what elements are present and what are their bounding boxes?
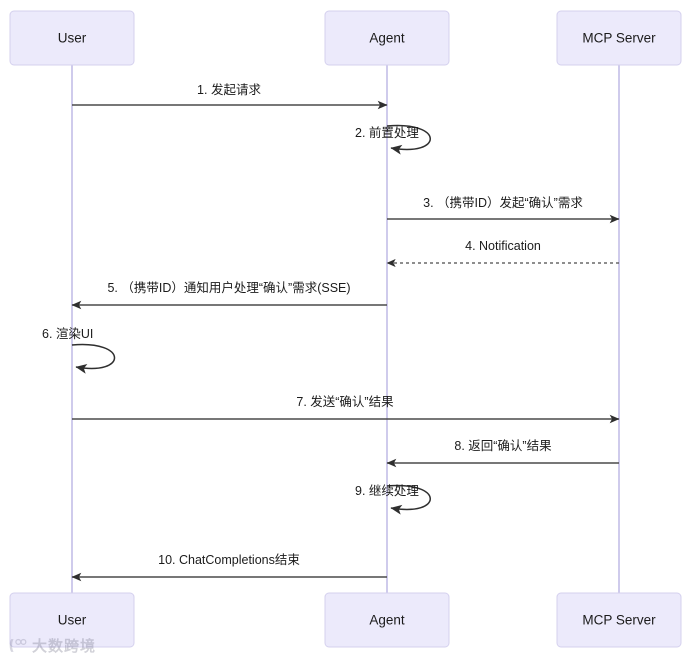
lifelines-group xyxy=(71,65,620,593)
self-loop-path xyxy=(71,343,116,374)
actor-label: MCP Server xyxy=(582,31,656,46)
actor-label: User xyxy=(58,613,87,628)
message-label: 1. 发起请求 xyxy=(197,82,261,97)
actor-box xyxy=(9,10,135,66)
message-label: 8. 返回“确认”结果 xyxy=(454,439,552,453)
actor-box xyxy=(324,10,450,66)
message-label: 2. 前置处理 xyxy=(355,125,419,140)
actor-box xyxy=(556,10,682,66)
self-loop-path xyxy=(386,484,431,515)
message-label: 3. （携带ID）发起“确认”需求 xyxy=(423,195,583,210)
actor-label: User xyxy=(58,31,87,46)
message-4[interactable]: 4. Notification xyxy=(386,239,619,268)
actor-user-bottom[interactable]: User xyxy=(9,592,135,648)
actor-box xyxy=(324,592,450,648)
actors-top-group: User Agent MCP Server xyxy=(9,10,682,66)
message-label: 9. 继续处理 xyxy=(355,484,419,498)
message-7[interactable]: 7. 发送“确认”结果 xyxy=(72,394,620,424)
actor-label: Agent xyxy=(369,31,405,46)
message-1[interactable]: 1. 发起请求 xyxy=(72,82,388,110)
actors-bottom-group: User Agent MCP Server xyxy=(9,592,682,648)
message-label: 10. ChatCompletions结束 xyxy=(158,553,300,567)
actor-label: Agent xyxy=(369,613,405,628)
actor-agent-bottom[interactable]: Agent xyxy=(324,592,450,648)
message-label: 6. 渲染UI xyxy=(42,326,93,341)
self-loop-path xyxy=(386,124,431,155)
message-8[interactable]: 8. 返回“确认”结果 xyxy=(386,439,619,468)
actor-agent-top[interactable]: Agent xyxy=(324,10,450,66)
message-5[interactable]: 5. （携带ID）通知用户处理“确认”需求(SSE) xyxy=(71,280,387,310)
messages-group: 1. 发起请求 2. 前置处理 3. （携带ID）发起“确认”需求 4. Notifi… xyxy=(42,82,620,582)
message-label: 7. 发送“确认”结果 xyxy=(296,394,394,409)
message-3[interactable]: 3. （携带ID）发起“确认”需求 xyxy=(387,195,620,224)
actor-box xyxy=(9,592,135,648)
actor-user-top[interactable]: User xyxy=(9,10,135,66)
actor-box xyxy=(556,592,682,648)
actor-label: MCP Server xyxy=(582,613,656,628)
message-label: 5. （携带ID）通知用户处理“确认”需求(SSE) xyxy=(107,280,350,295)
message-9[interactable]: 9. 继续处理 xyxy=(355,484,431,515)
message-6[interactable]: 6. 渲染UI xyxy=(42,326,116,374)
message-10[interactable]: 10. ChatCompletions结束 xyxy=(71,553,387,582)
actor-server-bottom[interactable]: MCP Server xyxy=(556,592,682,648)
message-label: 4. Notification xyxy=(465,239,541,253)
actor-server-top[interactable]: MCP Server xyxy=(556,10,682,66)
message-2[interactable]: 2. 前置处理 xyxy=(355,124,431,155)
